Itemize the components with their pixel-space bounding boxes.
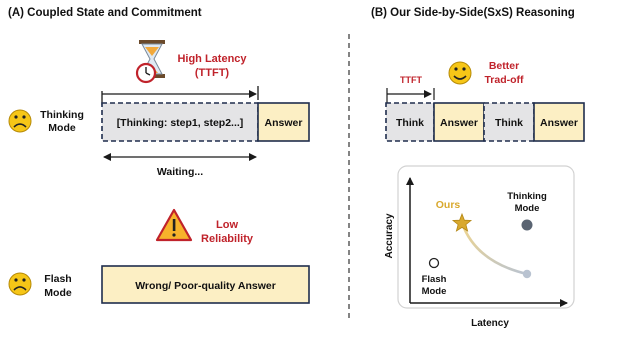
x-axis-label: Latency bbox=[471, 318, 509, 329]
flash-answer-text: Wrong/ Poor-quality Answer bbox=[135, 280, 276, 292]
answer-block-2 bbox=[533, 102, 585, 142]
thinking-point-label-line1: Thinking bbox=[507, 191, 547, 202]
hourglass-clock-icon bbox=[135, 40, 165, 84]
better-callout-line2: Trad-off bbox=[484, 74, 524, 86]
frown-face-icon bbox=[8, 109, 32, 133]
star-icon bbox=[451, 212, 473, 232]
answer-box-text: Answer bbox=[265, 117, 303, 129]
thinking-mode-point bbox=[521, 219, 533, 231]
latency-callout-line1: High Latency bbox=[177, 53, 247, 65]
frown-face-icon bbox=[8, 272, 32, 296]
reliability-callout-line2: Reliability bbox=[201, 233, 254, 245]
think-block-2-text: Think bbox=[495, 117, 523, 129]
think-block-1-text: Think bbox=[396, 117, 424, 129]
thinking-mode-label-line1: Thinking bbox=[40, 109, 84, 121]
answer-block-2-text: Answer bbox=[540, 117, 578, 129]
answer-box bbox=[257, 102, 310, 142]
flash-point-label-line2: Mode bbox=[422, 286, 447, 297]
warning-triangle-icon bbox=[155, 208, 193, 242]
better-callout-line1: Better bbox=[489, 60, 519, 72]
chart-axes bbox=[406, 177, 568, 307]
thinking-box-text: [Thinking: step1, step2...] bbox=[117, 117, 244, 129]
left-panel-title: (A) Coupled State and Commitment bbox=[8, 7, 202, 19]
latency-callout-line2: (TTFT) bbox=[195, 67, 230, 79]
reliability-callout-line1: Low bbox=[216, 219, 238, 231]
smile-face-icon bbox=[448, 61, 472, 85]
ours-label: Ours bbox=[436, 199, 461, 211]
y-axis-label: Accuracy bbox=[384, 213, 395, 258]
thinking-mode-label-line2: Mode bbox=[48, 122, 76, 134]
answer-block-1-text: Answer bbox=[440, 117, 478, 129]
flash-point-label-line1: Flash bbox=[422, 274, 447, 285]
thinking-point-label-line2: Mode bbox=[515, 203, 540, 214]
waiting-label: Waiting... bbox=[157, 166, 203, 178]
think-block-2 bbox=[483, 102, 535, 142]
answer-block-1 bbox=[433, 102, 485, 142]
tradeoff-curve bbox=[460, 221, 529, 276]
flash-answer-box bbox=[101, 265, 310, 304]
ttft-label: TTFT bbox=[400, 75, 422, 85]
flash-mode-point bbox=[428, 257, 440, 269]
curve-end-point bbox=[522, 269, 532, 279]
flash-mode-label-line2: Mode bbox=[44, 287, 72, 299]
latency-bracket bbox=[101, 86, 259, 105]
ttft-bracket bbox=[386, 88, 435, 104]
flash-mode-label-line1: Flash bbox=[44, 273, 71, 285]
right-panel-title: (B) Our Side-by-Side(SxS) Reasoning bbox=[371, 7, 575, 19]
thinking-box bbox=[101, 102, 259, 142]
